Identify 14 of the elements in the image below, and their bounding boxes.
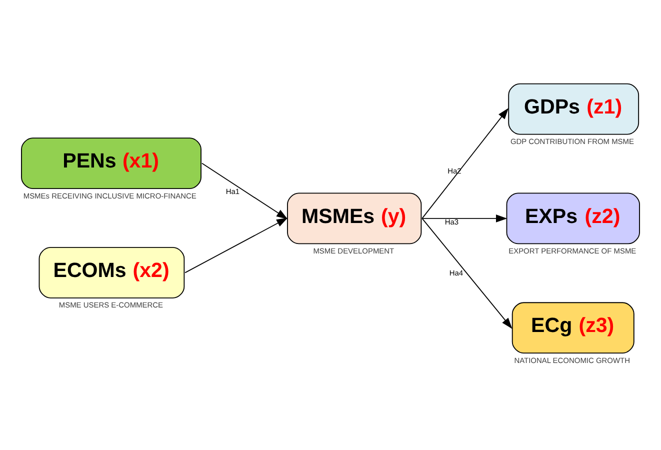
node-label: MSMEs RECEIVING INCLUSIVE MICRO-FINANCE <box>23 191 196 200</box>
node-label: GDP CONTRIBUTION FROM MSME <box>510 137 634 146</box>
edge-label: Ha4 <box>449 268 464 278</box>
arrow <box>422 108 509 219</box>
arrow <box>422 218 512 329</box>
node-label: MSME USERS E-COMMERCE <box>58 300 164 310</box>
node-label: NATIONAL ECONOMIC GROWTH <box>514 356 630 365</box>
node-label: EXPORT PERFORMANCE OF MSME <box>508 246 636 256</box>
arrow <box>201 162 288 220</box>
node-label: MSME DEVELOPMENT <box>313 246 394 256</box>
arrow <box>422 214 508 222</box>
edge-label: Ha1 <box>226 187 240 196</box>
edge-label: Ha3 <box>444 217 459 226</box>
arrow <box>184 218 288 274</box>
